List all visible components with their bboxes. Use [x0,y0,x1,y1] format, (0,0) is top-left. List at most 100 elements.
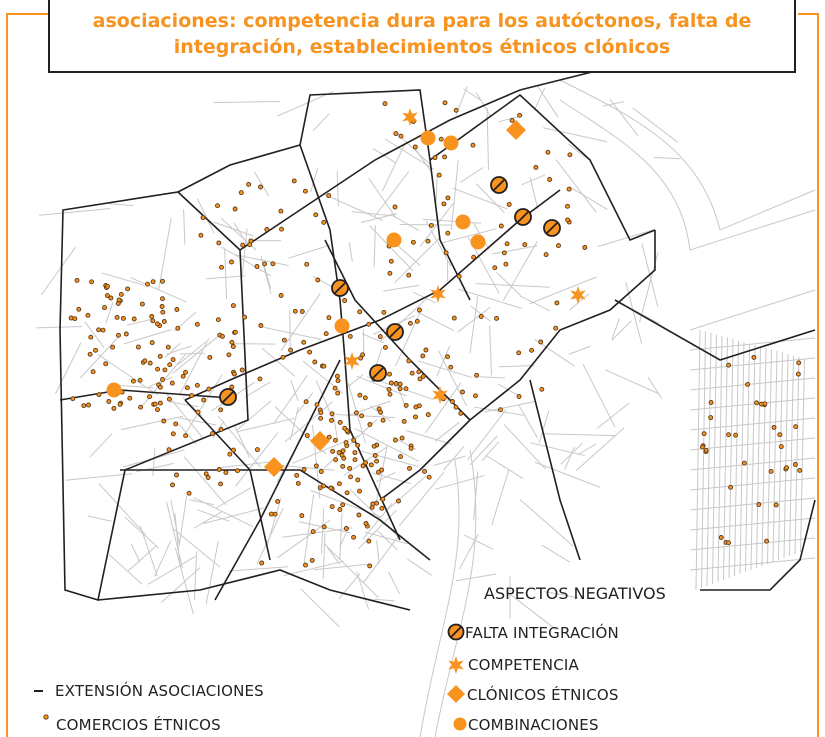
street [183,209,186,245]
ethnic-shop-dot [100,327,106,333]
street [194,551,198,601]
competencia-marker [344,352,360,370]
ethnic-shop-dot [321,483,327,489]
street [463,88,482,101]
falta-integracion-marker [514,208,532,226]
ethnic-shop-dot [498,407,503,413]
ethnic-shop-dot [207,354,213,360]
ethnic-shop-dot [147,394,152,400]
ethnic-shop-dot [340,463,346,469]
ethnic-shop-dot [102,305,107,311]
ethnic-shop-dot [355,442,361,448]
competencia-marker [430,285,446,303]
street [492,245,538,255]
ethnic-shop-dot [318,469,324,474]
ethnic-shop-dot [170,431,176,437]
ethnic-shop-dot [160,309,166,315]
street [89,432,113,458]
ethnic-shop-dot [366,321,372,327]
ethnic-shop-dot [441,201,447,207]
ethnic-shop-dot [547,177,553,182]
street [84,321,105,349]
ethnic-shop-dot [230,303,236,309]
ethnic-shop-dot [417,307,422,313]
association-boundary [214,359,341,601]
ethnic-shop-dot [357,309,363,315]
ethnic-shop-dot [268,511,274,517]
ethnic-shop-dot [157,353,163,359]
street [245,381,271,398]
ethnic-shop-dot [347,333,353,339]
street [362,503,393,540]
ethnic-shop-dot [726,432,732,438]
street [689,289,816,331]
street [443,446,465,471]
ethnic-shop-dot [229,259,234,265]
ethnic-shop-dot [175,325,181,331]
street [435,174,438,203]
street-network [36,79,816,737]
street [170,500,180,545]
street [499,365,535,368]
ethnic-shop-dot [139,301,145,307]
ethnic-shop-dot [498,223,504,229]
street [236,417,295,433]
ethnic-shop-dot [216,240,222,246]
street [789,355,794,557]
street [333,415,339,440]
street [147,555,196,585]
combinaciones-marker [334,318,350,334]
street [529,276,597,305]
street [739,341,745,575]
ethnic-shop-dot [111,405,117,411]
ethnic-shop-dot [329,417,334,423]
street [452,187,508,210]
ethnic-shop-dot [330,448,336,454]
ethnic-shop-dot [89,279,95,285]
clonicos-etnicos-marker [264,457,284,477]
ethnic-shop-dot [304,261,310,267]
street [425,382,462,434]
combinaciones-marker [420,130,436,146]
street [728,338,734,579]
ethnic-shop-dot [522,242,528,248]
ethnic-shop-dot [768,468,774,474]
street [541,544,571,563]
ethnic-shop-dot [262,261,268,267]
ethnic-shop-dot [792,462,798,467]
ethnic-shop-dot [784,465,790,471]
ethnic-shop-dot [566,186,572,192]
ethnic-shop-dot [195,409,201,415]
ethnic-shop-dot [425,412,431,418]
ethnic-shop-dot [155,407,160,413]
street [282,527,353,538]
ethnic-shop-dot [726,362,732,368]
street [419,459,460,737]
ethnic-shop-dot [388,380,394,386]
ethnic-shop-dot [123,331,129,337]
ethnic-shop-dot [231,447,236,453]
ethnic-shop-dot [206,386,212,392]
ethnic-shop-dot [448,364,454,370]
street [65,473,133,481]
falta-integracion-marker [386,323,404,341]
ethnic-shop-dot [198,232,204,238]
frame-border-right [817,13,819,737]
street [398,471,445,527]
ethnic-shop-dot [451,315,457,321]
ethnic-shop-dot [186,490,192,496]
ethnic-shop-dot [170,357,176,363]
ethnic-shop-dot [406,272,412,278]
ethnic-shop-dot [342,425,348,431]
ethnic-shop-dot [343,440,349,446]
ethnic-shop-dot [335,378,341,384]
ethnic-shop-dot [407,320,413,326]
street [745,343,750,573]
ethnic-shop-dot [376,406,382,412]
street [706,332,712,587]
ethnic-shop-dot [432,155,438,161]
ethnic-shop-dot [728,484,734,490]
ethnic-shop-dot [165,344,171,350]
ethnic-shop-dot [420,373,426,379]
street [689,337,816,351]
